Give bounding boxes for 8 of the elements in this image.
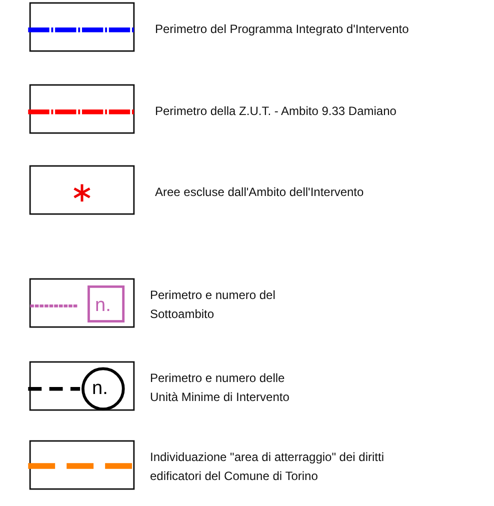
legend-text: Perimetro e numero del Sottoambito <box>150 287 276 323</box>
legend-text: Perimetro del Programma Integrato d'Intervento <box>155 20 410 38</box>
legend-text: Perimetro della Z.U.T. - Ambito 9.33 Damiano <box>155 102 398 120</box>
legend-text: Individuazione "area di atterraggio" dei diritti edificatori del Comune di Torino <box>150 449 385 485</box>
legend-text: Aree escluse dall'Ambito dell'Intervento <box>155 184 365 200</box>
unit-number: n. <box>92 378 108 400</box>
unit-number: n. <box>95 295 111 317</box>
legend-text: Perimetro e numero delle Unità Minime di Intervento <box>150 370 290 406</box>
